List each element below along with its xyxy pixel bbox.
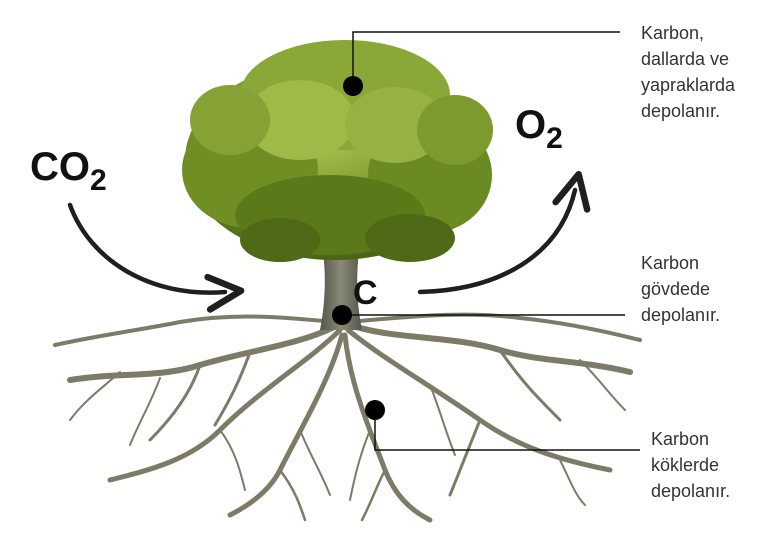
carbon-label: C	[353, 274, 378, 312]
trunk-annotation: Karbon gövdede depolanır.	[641, 253, 721, 325]
roots-storage-dot	[365, 400, 385, 420]
tree-roots	[53, 312, 642, 523]
roots-leader-line	[374, 410, 640, 451]
tree-crown	[182, 40, 493, 262]
crown-annotation: Karbon, dallarda ve yapraklarda depolanı…	[641, 23, 736, 121]
roots-annotation: Karbon köklerde depolanır.	[651, 429, 731, 501]
co2-intake-arrow	[67, 202, 245, 313]
co2-label: CO2	[30, 145, 107, 197]
crown-leader-line	[352, 31, 620, 86]
crown-storage-dot	[343, 76, 363, 96]
o2-label: O2	[515, 103, 563, 155]
o2-release-arrow	[417, 170, 591, 295]
trunk-storage-dot	[332, 305, 352, 325]
